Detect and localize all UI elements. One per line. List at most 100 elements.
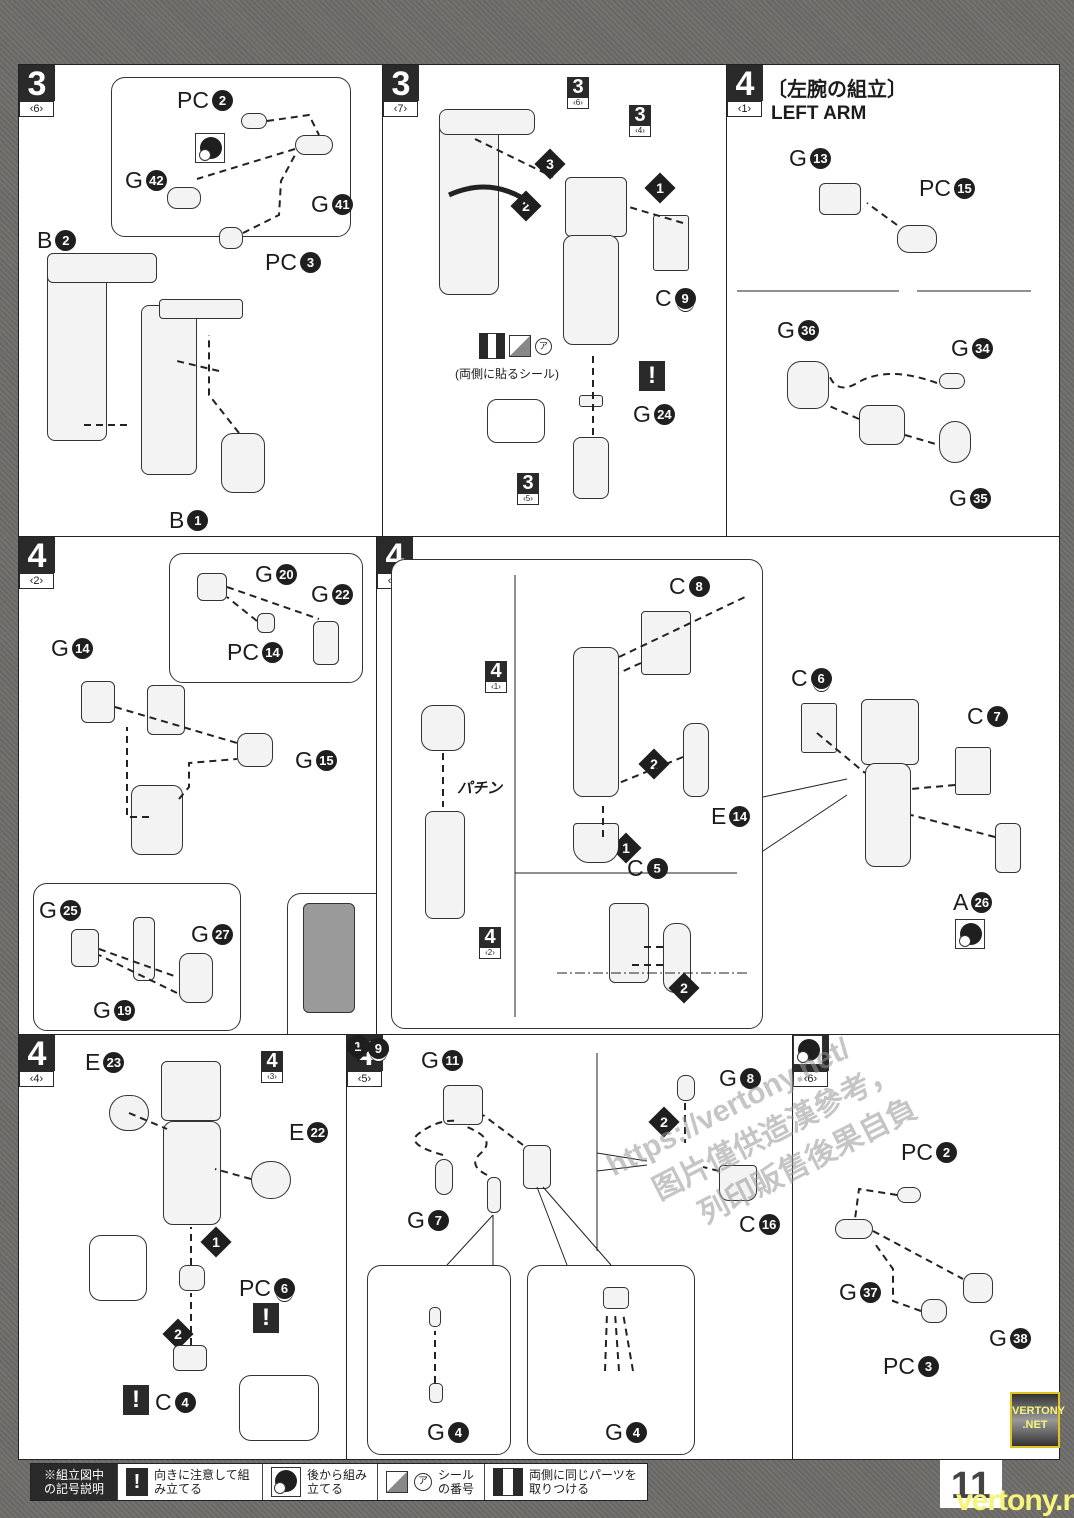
watermark-site: vertony.net [956, 1484, 1074, 1517]
step-badge: 3 ‹7› [383, 65, 419, 117]
part-g9 [603, 1287, 629, 1309]
part-upper-arm [563, 235, 619, 345]
part-forearm-core [425, 811, 465, 919]
sticker-icon [386, 1471, 408, 1493]
part-c9 [653, 215, 689, 271]
part-g35 [939, 421, 971, 463]
order-2-detail: 2 [668, 972, 700, 1004]
order-2: 2 [510, 190, 542, 222]
ref-step-3-6: 3‹6› [567, 77, 589, 109]
order-1: 1 [200, 1226, 232, 1258]
part-elbow-block [147, 685, 185, 735]
part-shield-top [439, 109, 535, 135]
legend-item-sticker: ア シールの番号 [378, 1464, 485, 1500]
order-2: 2 [638, 748, 670, 780]
detail-callout [367, 1265, 511, 1455]
part-pc3 [921, 1299, 947, 1323]
part-g19 [133, 917, 155, 981]
assemble-later-icon [793, 1035, 823, 1065]
part-g41 [295, 135, 333, 155]
ref-step-4-2: 4‹2› [479, 927, 501, 959]
symbol-legend: ※組立図中の記号説明 ! 向きに注意して組み立てる 後から組み立てる ア シール… [30, 1463, 648, 1501]
part-g2 [429, 1307, 441, 1327]
both-sides-icon [479, 333, 506, 359]
panel-step-4-3: 4 ‹3› 4‹1› パチン 4‹2› C8 2 E14 1 C5 2 C6 C… [376, 536, 1060, 1036]
part-g25 [71, 929, 99, 967]
assemble-later-icon [195, 133, 225, 163]
part-g36 [787, 361, 829, 409]
part-forearm-block [131, 785, 183, 855]
warning-icon: ! [123, 1385, 149, 1415]
part-shoulder [565, 177, 627, 237]
legend-item-both-sides: 両側に同じパーツを取りつける [485, 1464, 647, 1500]
part-c6 [801, 703, 837, 753]
part-c7 [955, 747, 991, 795]
part-pc6 [179, 1265, 205, 1291]
part-e22 [251, 1161, 291, 1199]
watermark-badge: VERTONY .NET [1010, 1392, 1065, 1448]
part-g42 [167, 187, 201, 209]
part-c16 [719, 1165, 757, 1201]
snap-sound-text: パチン [457, 780, 503, 797]
ref-step-3-4: 3‹4› [629, 105, 651, 137]
part-g11 [443, 1085, 483, 1125]
assembly-arrows [737, 202, 1031, 446]
part-pc15 [897, 225, 937, 253]
part-pc2 [241, 113, 267, 129]
section-title-en: LEFT ARM [771, 103, 867, 124]
part-c4 [173, 1345, 207, 1371]
legend-item-warning: ! 向きに注意して組み立てる [118, 1464, 263, 1500]
part-g7 [435, 1159, 453, 1195]
panel-step-4-5: 4 ‹5› G11 G7 G8 2 1 C16 G2 G4 G9 G4 [346, 1034, 794, 1460]
part-b2 [47, 261, 107, 441]
warning-icon: ! [126, 1468, 148, 1496]
detail-callout [487, 399, 545, 443]
part-elbow-joint [421, 705, 465, 751]
part-g38 [963, 1273, 993, 1303]
part-g15 [237, 733, 273, 767]
assemble-later-icon [955, 919, 985, 949]
part-g37 [835, 1219, 873, 1239]
part-pc3 [219, 227, 243, 249]
part-fingers-triple [523, 1145, 551, 1189]
step-badge: 3 ‹6› [19, 65, 55, 117]
part-c5 [573, 823, 619, 863]
part-g8 [677, 1075, 695, 1101]
sticker-kana: ア [414, 1473, 432, 1491]
warning-icon: ! [639, 361, 665, 391]
part-e23 [109, 1095, 149, 1131]
panel-step-4-6: 4 ‹6› PC2 G37 G38 PC3 [792, 1034, 1060, 1460]
